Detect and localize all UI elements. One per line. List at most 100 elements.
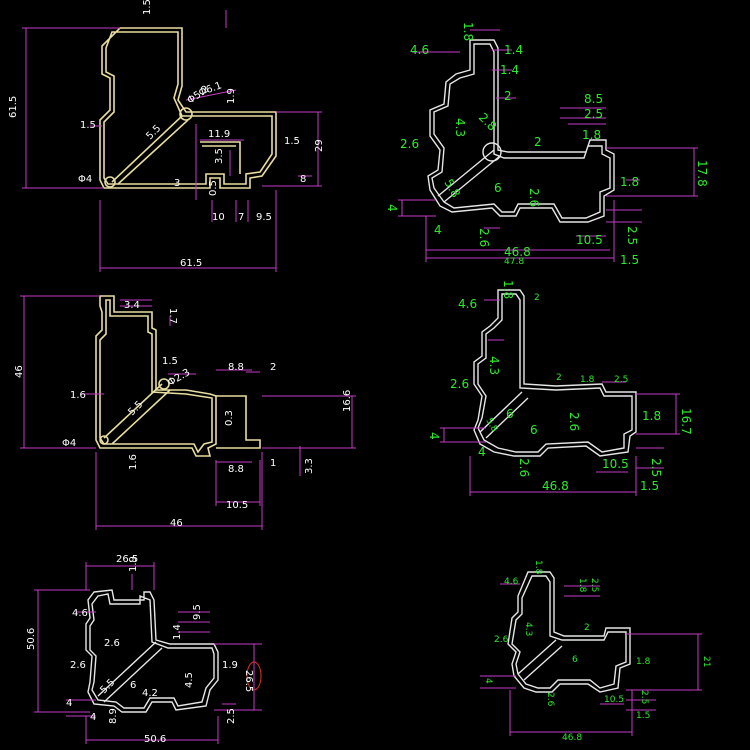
dim-label: 6 (572, 655, 578, 665)
profile-outline-5 (85, 589, 219, 713)
dim-label: 9.5 (256, 212, 272, 223)
dim-label: 16.6 (342, 390, 353, 412)
dim-label: 21 (701, 656, 711, 667)
profile-drawing-3: 3.4 1.7 46 1.5 8.8 2 Φ2.3 1.6 5.5 16.6 0… (14, 295, 356, 530)
dim-label: 50.6 (26, 628, 37, 650)
diagonal-web-5 (97, 641, 163, 703)
dim-label: 10.5 (576, 233, 603, 247)
dim-label: 1.5 (142, 0, 153, 15)
dim-label: 2 (556, 373, 562, 383)
dim-label: 2.6 (494, 635, 509, 645)
dim-label: 61.5 (8, 96, 19, 118)
dim-label: 8.8 (228, 362, 244, 373)
dim-label: 2.6 (545, 692, 555, 707)
dim-label: 4 (478, 445, 486, 459)
dim-label: 2.6 (70, 660, 86, 671)
hole-circle-1 (179, 107, 193, 121)
dimension-lines-6 (480, 583, 702, 736)
dim-label: 1.5 (284, 136, 300, 147)
dim-label: 4.2 (142, 688, 158, 699)
dim-label: 1.8 (636, 657, 651, 667)
dim-label: Φ6.1 (197, 80, 223, 98)
dim-label: 3.5 (214, 148, 225, 164)
dim-label: 1.8 (642, 409, 661, 423)
hole-circle-5 (99, 435, 109, 445)
dim-label: 1.5 (80, 120, 96, 131)
dim-label: 1.8 (577, 578, 587, 593)
dim-label: 2 (270, 362, 276, 373)
dim-label: 10.5 (604, 695, 624, 705)
dim-label: 3 (174, 178, 180, 189)
dim-label: 5.8 (441, 177, 463, 201)
dim-label: 2.6 (527, 188, 541, 207)
dim-label: Φ2.3 (166, 367, 192, 388)
dim-label: 8.9 (108, 708, 119, 724)
dim-label: Φ4 (78, 174, 92, 185)
dim-label: 8.5 (584, 92, 603, 106)
dim-label: 1.5 (162, 356, 178, 367)
dim-label: 2.6 (517, 458, 531, 477)
dim-label: 2 (504, 89, 512, 103)
dim-label: 5.8 (483, 417, 499, 435)
dim-label: 2.5 (639, 690, 649, 704)
dim-label: 4 (66, 698, 72, 709)
dim-label: 1.8 (582, 128, 601, 142)
dim-label: 61.5 (180, 258, 202, 269)
dimension-lines-2 (398, 29, 698, 262)
diagonal-web-4 (479, 391, 529, 439)
dim-label: 2.5 (649, 458, 663, 477)
flange-3 (216, 395, 261, 449)
dim-label: 0.5 (208, 180, 219, 196)
hole-circle-4 (158, 378, 170, 390)
dim-label: 2 (534, 135, 542, 149)
dim-label: 4 (434, 223, 442, 237)
dim-label: 1.4 (172, 624, 183, 640)
dim-label: 9.5 (192, 604, 203, 620)
dim-label: 5.5 (144, 123, 163, 142)
dim-label: 2.5 (589, 578, 599, 592)
dim-label: 3.4 (124, 300, 140, 311)
dim-label: 46 (170, 518, 183, 529)
dim-label: 4.3 (523, 622, 533, 636)
dim-label: 26.5 (116, 554, 138, 565)
dim-label: 1.6 (128, 454, 139, 470)
dim-label: 4.3 (487, 356, 501, 375)
dim-label: 4 (427, 432, 441, 440)
profile-outline-2 (427, 39, 615, 223)
dim-label: 3.3 (304, 458, 315, 474)
dim-label: 1.8 (620, 175, 639, 189)
dim-label: 1.5 (640, 479, 659, 493)
profile-drawing-4: 1.8 2 4.6 4.3 2.6 2 1.8 2.5 6 2.6 1.8 16… (427, 280, 693, 496)
dim-label: 46.8 (562, 733, 582, 743)
diagonal-web-2 (437, 149, 501, 203)
dim-label: 6 (130, 680, 136, 691)
dim-label: 46.8 (504, 245, 531, 259)
dim-label: 17.8 (695, 160, 709, 187)
dim-label: 0.3 (224, 410, 235, 426)
dim-label: 1.6 (70, 390, 86, 401)
dim-label: 4.6 (458, 297, 477, 311)
dimension-lines-4 (440, 299, 680, 496)
dim-label: 1.9 (222, 660, 238, 671)
dim-label: 1.4 (500, 63, 519, 77)
dim-label: 1.9 (128, 556, 139, 572)
profile-drawing-1: 1.5 61.5 1.5 Φ5.2 Φ6.1 1.9 5.5 11.9 1.5 … (8, 0, 325, 272)
dim-label: 50.6 (144, 734, 166, 745)
dim-label: 4 (385, 204, 399, 212)
dim-label: 2 (534, 293, 540, 303)
dim-label: 1.8 (580, 375, 595, 385)
diagonal-web-6 (517, 639, 563, 681)
dim-label: 2.6 (450, 377, 469, 391)
dim-label: 1.5 (636, 711, 650, 721)
diagonal-web-1 (111, 115, 189, 185)
dim-label: 1.8 (533, 560, 543, 575)
dim-label: 1 (270, 458, 276, 469)
dim-label: 16.7 (679, 408, 693, 435)
profile-outline-3 (95, 295, 217, 457)
dim-label: 7 (238, 212, 244, 223)
dim-label: 47.8 (504, 257, 524, 267)
dim-label: 4 (483, 678, 493, 684)
dim-label: 4 (90, 712, 96, 723)
dim-label: 2.6 (567, 412, 581, 431)
